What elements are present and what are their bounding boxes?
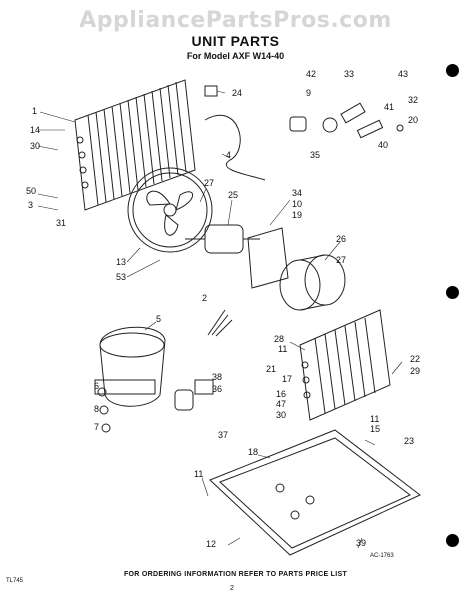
callout-number: 39 [356,538,366,548]
diagram-title: UNIT PARTS [191,33,280,49]
callout-number: 38 [212,372,222,382]
callout-number: 11 [194,469,203,479]
callout-number: 22 [410,354,420,364]
callout-number: 23 [404,436,414,446]
callout-number: 31 [56,218,66,228]
watermark: AppliancePartsPros.com [79,8,392,33]
callout-number: 35 [310,150,320,160]
callout-number: 2 [202,293,207,303]
callout-number: 11 [278,344,287,354]
mounting-spacer [101,423,111,433]
callout-number: 8 [94,404,99,414]
compressor [94,326,166,407]
callout-number: 6 [94,381,99,391]
callout-number: 13 [116,257,126,267]
callout-number: 42 [306,69,316,79]
bracket-part [204,85,218,97]
callout-number: 37 [218,430,228,440]
page-number: 2 [230,585,234,592]
callout-number: 21 [266,364,276,374]
callout-number: 28 [274,334,284,344]
corner-code: TL745 [6,578,24,584]
callout-number: 1 [32,106,37,116]
diagram-subtitle: For Model AXF W14-40 [186,51,285,61]
callout-number: 32 [408,95,418,105]
callout-labels: 1143050331244272513533410192627252811211… [26,69,420,549]
callout-number: 27 [204,178,214,188]
callout-number: 25 [228,190,238,200]
callout-number: 53 [116,272,126,282]
binder-hole-icon [446,286,459,299]
callout-number: 17 [282,374,292,384]
callout-number: 7 [94,422,99,432]
callout-number: 16 [276,389,286,399]
callout-number: 33 [344,69,354,79]
callout-number: 40 [378,140,388,150]
overload-protector [194,379,214,395]
callout-number: 30 [30,141,40,151]
base-pan [209,429,421,556]
callout-number: 20 [408,115,418,125]
fan-motor [185,224,260,254]
callout-number: 36 [212,384,222,394]
callout-number: 5 [156,314,161,324]
callout-number: 43 [398,69,408,79]
callout-number: 9 [306,88,311,98]
ordering-footer: FOR ORDERING INFORMATION REFER TO PARTS … [123,571,348,578]
blower-wheel [279,254,346,311]
callout-number: 50 [26,186,36,196]
binder-hole-icon [446,534,459,547]
callout-number: 29 [410,366,420,376]
leader-lines [37,90,403,549]
condenser-coil [74,79,196,211]
motor-bracket [247,227,289,289]
callout-number: 15 [370,424,380,434]
callout-number: 24 [232,88,242,98]
evaporator-coil [299,309,391,421]
callout-number: 4 [226,150,231,160]
tubing [204,114,266,181]
control-parts [289,102,404,139]
callout-number: 30 [276,410,286,420]
wire-harness [207,309,233,337]
callout-number: 41 [384,102,394,112]
callout-number: 26 [336,234,346,244]
condenser-fan-blade [127,167,213,253]
mounting-nut [99,405,109,415]
grommet [97,387,107,397]
callout-number: 19 [292,210,302,220]
callout-number: 34 [292,188,302,198]
callout-number: 3 [28,200,33,210]
binder-hole-icon [446,64,459,77]
callout-number: 18 [248,447,258,457]
callout-number: 14 [30,125,40,135]
overload-cover [174,389,194,411]
callout-number: 47 [276,399,286,409]
callout-number: 11 [370,414,379,424]
callout-number: 12 [206,539,216,549]
callout-number: 10 [292,199,302,209]
callout-number: 27 [336,255,346,265]
drawing-reference-code: AC-1763 [370,553,394,559]
